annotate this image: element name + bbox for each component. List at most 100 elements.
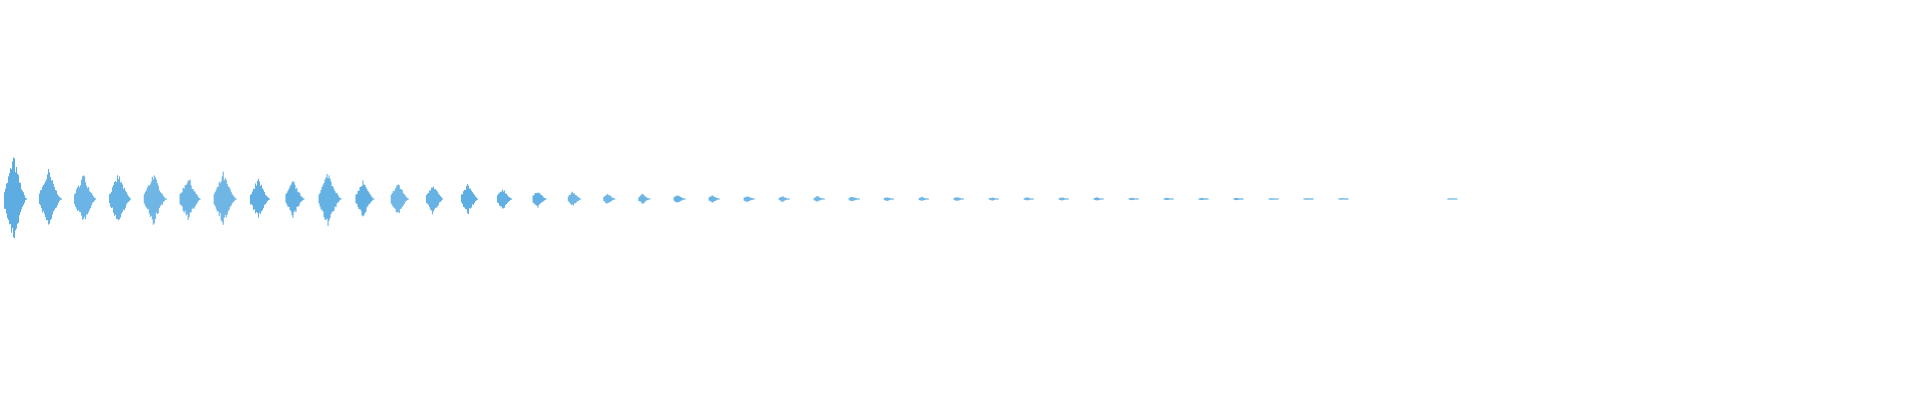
waveform-sample	[681, 197, 683, 201]
waveform-sample	[505, 193, 507, 205]
waveform-sample	[536, 192, 538, 206]
waveform-sample	[427, 192, 429, 205]
waveform-sample	[329, 178, 331, 219]
waveform-burst	[778, 196, 790, 203]
waveform-sample	[783, 197, 785, 201]
waveform-sample	[1064, 198, 1066, 200]
waveform-sample	[649, 198, 651, 200]
waveform-sample	[196, 194, 198, 204]
waveform-sample	[473, 194, 475, 203]
waveform-burst	[1023, 197, 1034, 201]
waveform-sample	[181, 192, 183, 207]
waveform-sample	[398, 185, 400, 214]
waveform-sample	[545, 198, 547, 200]
waveform-sample	[358, 190, 360, 210]
waveform-sample	[1023, 198, 1025, 200]
waveform-burst	[390, 184, 409, 214]
waveform-sample	[328, 175, 330, 221]
waveform-sample	[435, 190, 437, 208]
waveform-sample	[1269, 198, 1271, 200]
waveform-sample	[194, 191, 196, 207]
waveform-sample	[989, 198, 991, 200]
waveform-sample	[472, 193, 474, 205]
waveform-sample	[464, 189, 466, 210]
waveform-sample	[1346, 198, 1348, 200]
waveform-sample	[993, 198, 995, 201]
waveform-sample	[197, 196, 199, 202]
waveform-sample	[780, 197, 782, 202]
waveform-sample	[291, 182, 293, 216]
waveform-sample	[82, 176, 84, 220]
waveform-sample	[226, 183, 228, 215]
waveform-burst	[460, 184, 478, 215]
waveform-sample	[1133, 198, 1135, 200]
waveform-sample	[497, 195, 499, 203]
waveform-sample	[821, 198, 823, 200]
waveform-burst	[497, 189, 513, 209]
waveform-sample	[960, 198, 962, 200]
waveform-sample	[54, 190, 56, 209]
waveform-sample	[296, 187, 298, 207]
waveform-sample	[161, 193, 163, 205]
waveform-sample	[77, 187, 79, 211]
waveform-sample	[293, 181, 295, 213]
waveform-sample	[713, 196, 715, 202]
waveform-sample	[1308, 198, 1310, 200]
waveform-sample	[87, 188, 89, 215]
waveform-sample	[1347, 198, 1349, 200]
waveform-sample	[13, 157, 14, 238]
waveform-sample	[216, 187, 218, 212]
waveform-sample	[820, 198, 822, 200]
waveform-sample	[434, 189, 436, 208]
waveform-sample	[1100, 198, 1102, 200]
waveform-sample	[188, 180, 190, 218]
waveform-sample	[716, 197, 718, 200]
waveform-sample	[788, 198, 790, 200]
waveform-sample	[605, 195, 607, 204]
waveform-sample	[110, 193, 112, 207]
waveform-sample	[786, 198, 788, 200]
waveform-sample	[250, 193, 252, 205]
waveform-sample	[608, 195, 610, 203]
waveform-sample	[1451, 198, 1453, 200]
waveform-sample	[745, 196, 747, 202]
waveform-sample	[752, 198, 754, 200]
waveform-sample	[335, 193, 337, 208]
waveform-sample	[85, 182, 87, 220]
waveform-sample	[227, 186, 229, 212]
waveform-sample	[1095, 197, 1097, 201]
waveform-sample	[1311, 198, 1313, 200]
waveform-sample	[858, 198, 860, 200]
waveform-sample	[680, 197, 682, 201]
waveform-sample	[320, 190, 322, 210]
waveform-sample	[1203, 198, 1205, 200]
waveform-sample	[648, 198, 650, 200]
waveform-sample	[76, 189, 78, 209]
waveform-sample	[123, 188, 125, 210]
waveform-sample	[60, 198, 62, 200]
waveform-sample	[682, 198, 684, 200]
waveform-sample	[24, 195, 25, 203]
waveform-sample	[1063, 198, 1065, 200]
waveform-sample	[51, 180, 53, 215]
waveform-sample	[1032, 198, 1034, 200]
waveform-sample	[400, 189, 402, 209]
waveform-sample	[9, 173, 10, 225]
waveform-sample	[357, 190, 359, 208]
waveform-sample	[1345, 198, 1347, 200]
waveform-sample	[366, 189, 368, 208]
waveform-sample	[1097, 197, 1099, 201]
waveform-sample	[390, 194, 392, 204]
waveform-sample	[856, 198, 858, 200]
waveform-sample	[462, 191, 464, 207]
waveform-sample	[425, 195, 427, 203]
waveform-sample	[579, 198, 581, 200]
waveform-sample	[254, 183, 256, 214]
waveform-sample	[38, 193, 40, 204]
waveform-sample	[1277, 198, 1279, 200]
waveform-sample	[25, 197, 26, 201]
waveform-sample	[919, 197, 921, 201]
waveform-sample	[506, 193, 508, 205]
waveform-sample	[364, 184, 366, 214]
waveform-sample	[163, 197, 165, 202]
